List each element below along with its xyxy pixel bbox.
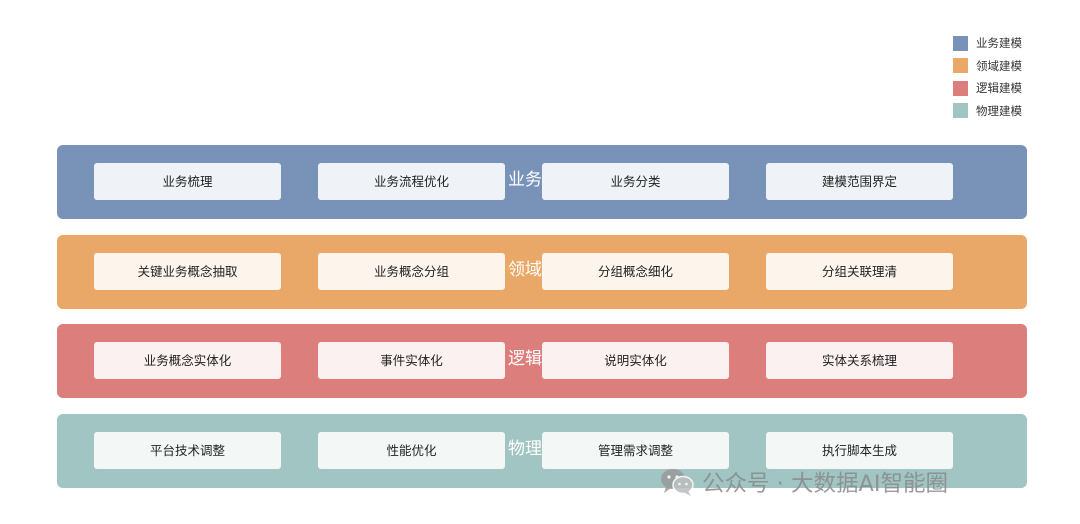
step-box: 性能优化	[318, 432, 505, 469]
band-physical-modeling: 物理建模 平台技术调整 性能优化 管理需求调整 执行脚本生成	[57, 414, 1027, 488]
legend: 业务建模 领域建模 逻辑建模 物理建模	[953, 32, 1022, 122]
step-box: 事件实体化	[318, 342, 505, 379]
step-box: 执行脚本生成	[766, 432, 953, 469]
step-box: 建模范围界定	[766, 163, 953, 200]
step-box: 管理需求调整	[542, 432, 729, 469]
wechat-icon	[660, 467, 694, 497]
step-box: 分组概念细化	[542, 253, 729, 290]
watermark: 公众号 · 大数据AI智能圈	[660, 462, 948, 502]
legend-swatch	[953, 80, 968, 96]
step-box: 业务梳理	[94, 163, 281, 200]
step-box: 业务流程优化	[318, 163, 505, 200]
legend-label: 逻辑建模	[976, 81, 1022, 96]
legend-item-physical: 物理建模	[953, 100, 1022, 123]
legend-label: 物理建模	[976, 103, 1022, 118]
step-box: 业务概念实体化	[94, 342, 281, 379]
band-domain-modeling: 领域建模 关键业务概念抽取 业务概念分组 分组概念细化 分组关联理清	[57, 235, 1027, 309]
legend-item-logical: 逻辑建模	[953, 77, 1022, 100]
watermark-text: 公众号 · 大数据AI智能圈	[702, 471, 948, 497]
legend-label: 领域建模	[976, 58, 1022, 73]
step-box: 关键业务概念抽取	[94, 253, 281, 290]
step-box: 分组关联理清	[766, 253, 953, 290]
legend-item-business: 业务建模	[953, 32, 1022, 55]
legend-label: 业务建模	[976, 36, 1022, 51]
legend-swatch	[953, 35, 968, 51]
legend-swatch	[953, 58, 968, 74]
legend-swatch	[953, 103, 968, 119]
band-logical-modeling: 逻辑建模 业务概念实体化 事件实体化 说明实体化 实体关系梳理	[57, 324, 1027, 398]
step-box: 业务概念分组	[318, 253, 505, 290]
step-box: 说明实体化	[542, 342, 729, 379]
legend-item-domain: 领域建模	[953, 55, 1022, 78]
band-business-modeling: 业务建模 业务梳理 业务流程优化 业务分类 建模范围界定	[57, 145, 1027, 219]
step-box: 平台技术调整	[94, 432, 281, 469]
step-box: 业务分类	[542, 163, 729, 200]
step-box: 实体关系梳理	[766, 342, 953, 379]
